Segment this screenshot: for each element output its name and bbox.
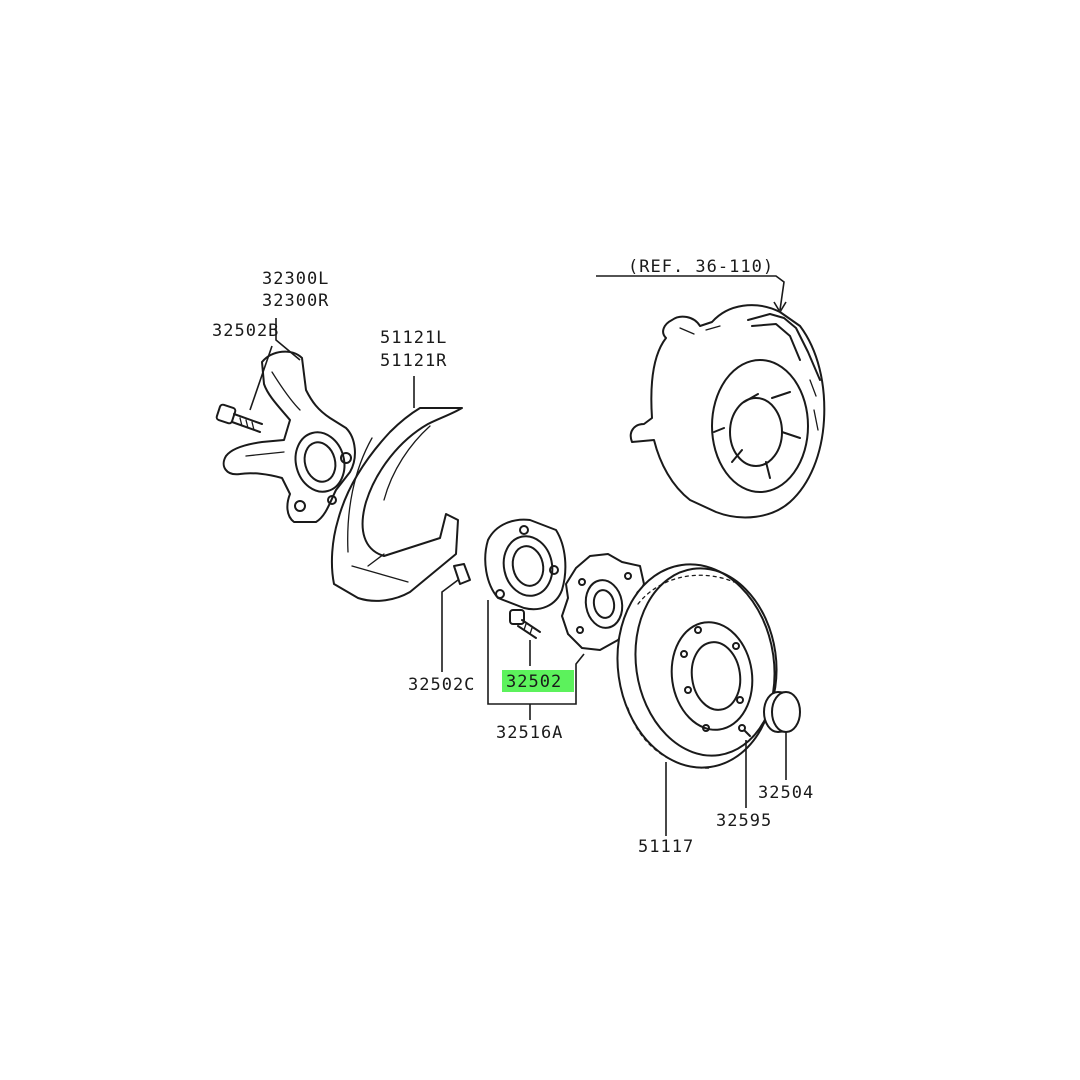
label-32502: 32502 [506, 672, 562, 692]
label-51121l: 51121L [380, 328, 447, 348]
highlight-32502 [502, 670, 574, 692]
hub-bolt [509, 609, 541, 639]
steering-knuckle [222, 350, 356, 523]
small-bolt-c [453, 563, 471, 585]
label-32504: 32504 [758, 783, 814, 803]
rotor-screw [738, 724, 751, 737]
hub-cap [763, 691, 801, 733]
brake-rotor [616, 563, 778, 769]
label-ref-36-110: (REF. 36-110) [628, 257, 774, 277]
label-51117: 51117 [638, 837, 694, 857]
knuckle-bolt [215, 403, 263, 433]
label-32300l: 32300L [262, 269, 329, 289]
label-32595: 32595 [716, 811, 772, 831]
label-32516a: 32516A [496, 723, 563, 743]
dust-shield [330, 407, 463, 602]
label-32300r: 32300R [262, 291, 329, 311]
label-32502b: 32502B [212, 321, 279, 341]
leader-lines [249, 275, 787, 836]
label-51121r: 51121R [380, 351, 447, 371]
assembled-hub-reference [629, 304, 826, 519]
label-32502c: 32502C [408, 675, 475, 695]
hub-bearing [484, 518, 567, 611]
part-labels: 32300L 32300R 32502B 51121L 51121R (REF.… [212, 257, 814, 857]
